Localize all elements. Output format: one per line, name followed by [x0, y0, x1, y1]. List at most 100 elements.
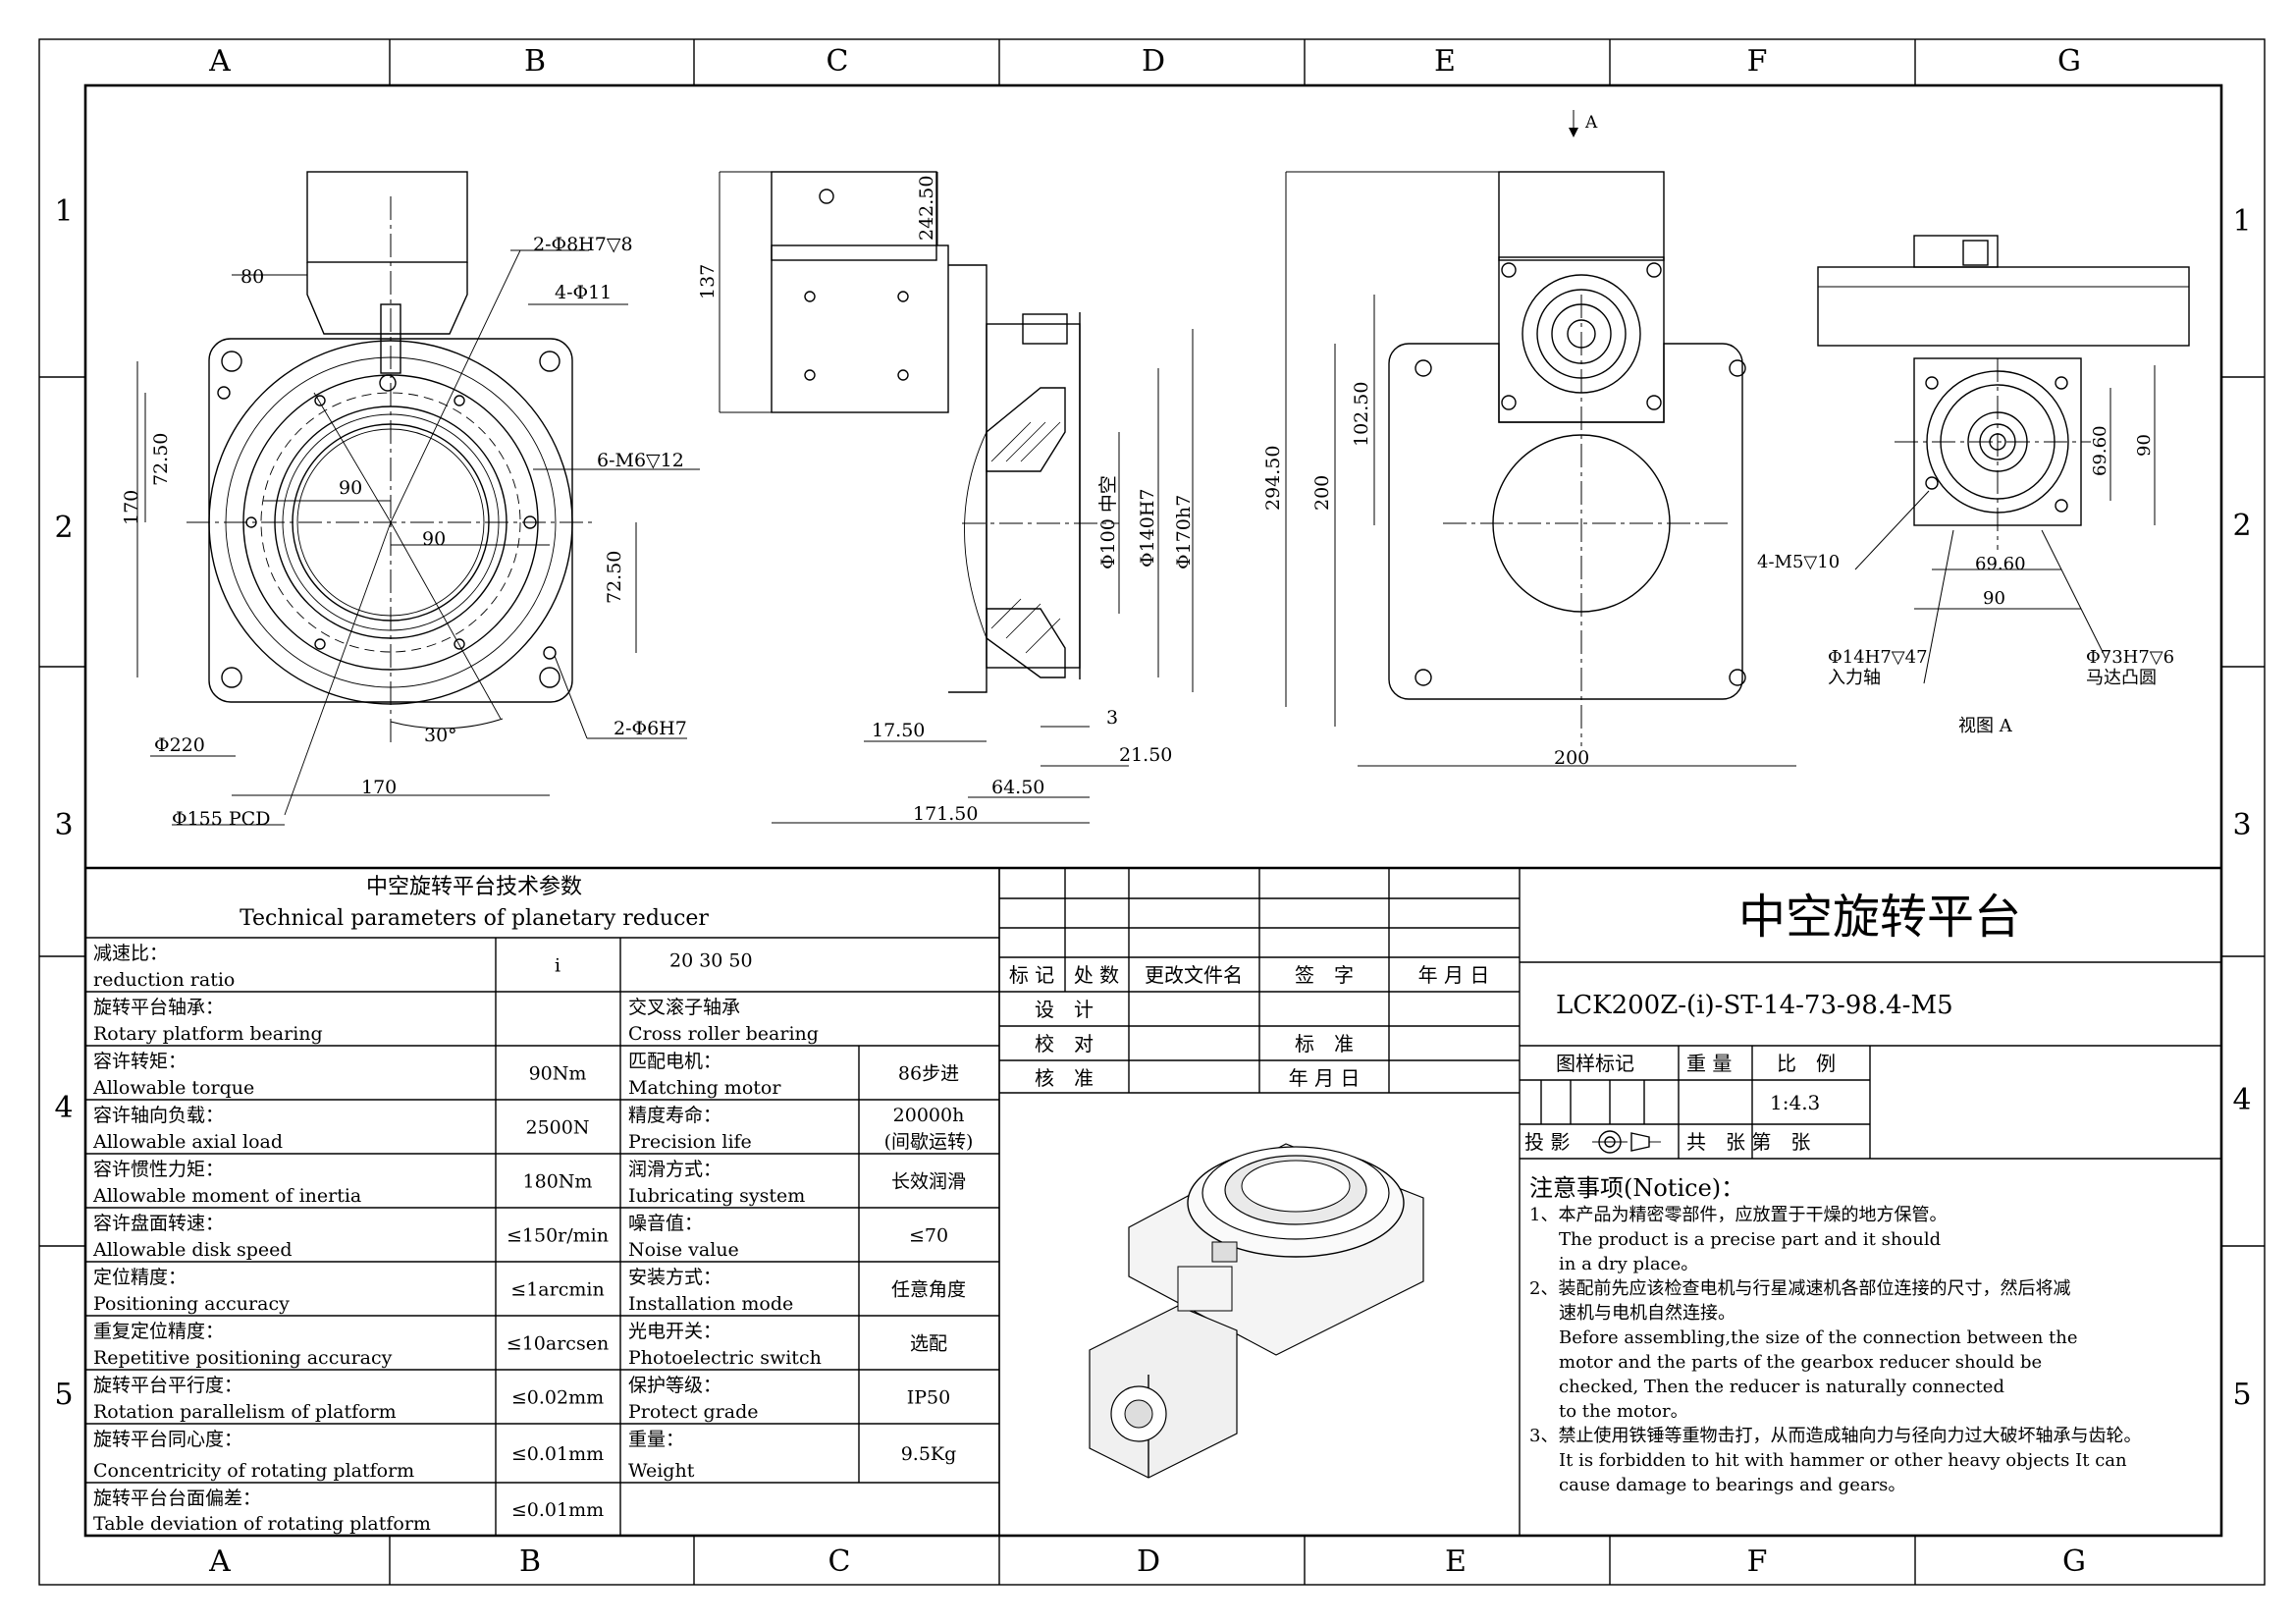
param-label-cn: 旋转平台同心度： [93, 1429, 242, 1450]
front-view: 80 2-Φ8H7▽8 4-Φ11 72.50 170 90 6-M6▽12 9… [121, 171, 700, 830]
row-label: 2 [2232, 509, 2251, 543]
rev-standard: 标 准 [1295, 1032, 1354, 1056]
param-value: 90Nm [529, 1063, 587, 1085]
product-render [1089, 1143, 1424, 1479]
param-value: ≤0.02mm [511, 1387, 604, 1409]
row-label: 5 [54, 1378, 73, 1412]
param-value: ≤150r/min [507, 1225, 609, 1247]
notice-line: The product is a precise part and it sho… [1559, 1229, 1941, 1250]
view-a-caption: 视图 A [1958, 716, 2013, 736]
dim-label: 200 [1311, 475, 1333, 511]
revision-block: 标 记 处 数 更改文件名 签 字 年 月 日 设 计 校 对 标 准 核 准 … [998, 868, 1521, 1536]
param-label-cn: 匹配电机： [628, 1051, 721, 1072]
col-label: D [1137, 1544, 1160, 1579]
param-value: ≤0.01mm [511, 1443, 604, 1465]
param-label-en: Positioning accuracy [93, 1293, 290, 1315]
col-label: G [2057, 44, 2081, 79]
param-value: 86步进 [898, 1063, 959, 1085]
param-label-en: Allowable axial load [92, 1131, 283, 1153]
param-label-en: Allowable moment of inertia [92, 1185, 361, 1207]
dim-label: 6-M6▽12 [597, 450, 684, 471]
param-label-en: Photoelectric switch [628, 1347, 822, 1369]
weight-label: 重 量 [1686, 1052, 1732, 1075]
param-label-cn: 容许转矩： [93, 1051, 187, 1072]
sheet-frame: A B C D E F G A B C D E F G 1 2 3 4 5 1 … [38, 38, 2266, 1586]
param-value: 选配 [910, 1333, 947, 1355]
param-value: 20000h [893, 1105, 965, 1126]
dim-label: 200 [1554, 747, 1589, 769]
rev-header: 签 字 [1295, 963, 1354, 987]
sheet-count: 共 张 第 张 [1686, 1130, 1810, 1154]
param-value: 2500N [526, 1117, 590, 1139]
param-label-cn: 润滑方式： [628, 1159, 721, 1180]
notice-block: 注意事项(Notice)： 1、本产品为精密零部件，应放置于干燥的地方保管。 T… [1529, 1174, 2141, 1495]
param-label-cn: 容许盘面转速： [93, 1213, 224, 1234]
notice-title: 注意事项(Notice)： [1529, 1174, 1744, 1202]
dim-label: Φ155 PCD [172, 808, 270, 830]
dim-label: 64.50 [991, 777, 1044, 798]
notice-line: Before assembling,the size of the connec… [1559, 1327, 2078, 1348]
param-label-en: Repetitive positioning accuracy [93, 1347, 393, 1369]
drawing-title: 中空旋转平台 [1738, 890, 2021, 945]
param-value: (间歇运转) [884, 1131, 974, 1153]
param-value: 20 30 50 [669, 950, 753, 972]
projection-symbol-icon [1592, 1130, 1661, 1154]
dim-label: 171.50 [913, 803, 978, 825]
projection-label: 投 影 [1524, 1130, 1570, 1154]
dim-label: 30° [424, 725, 457, 746]
param-label-cn: 旋转平台轴承： [93, 997, 224, 1018]
col-label: B [519, 1544, 541, 1579]
param-label-cn: 容许轴向负载： [93, 1105, 224, 1126]
param-value: 任意角度 [891, 1279, 966, 1301]
param-value: 9.5Kg [901, 1443, 957, 1465]
row-label: 3 [2232, 808, 2251, 842]
param-label-en: Precision life [628, 1131, 752, 1153]
dim-label: 72.50 [604, 551, 625, 604]
dim-label: 4-M5▽10 [1757, 552, 1840, 572]
param-value: IP50 [907, 1387, 950, 1409]
param-label-cn: 减速比： [93, 943, 168, 964]
dim-label: Φ14H7▽47 [1828, 647, 1928, 668]
dim-label: 4-Φ11 [555, 282, 612, 303]
dim-label: 90 [1983, 588, 2005, 609]
row-label: 1 [2232, 204, 2251, 239]
dim-label: 69.60 [1975, 554, 2026, 574]
dim-label: 90 [339, 477, 362, 499]
notice-line: 1、本产品为精密零部件，应放置于干燥的地方保管。 [1529, 1205, 1947, 1225]
dim-label: 170 [361, 777, 397, 798]
scale-label: 比 例 [1777, 1052, 1836, 1075]
param-label-en: Iubricating system [628, 1185, 805, 1207]
col-label: F [1747, 1544, 1768, 1579]
dim-label: 17.50 [872, 720, 925, 741]
view-arrow-label: A [1584, 113, 1598, 133]
col-label: A [208, 44, 231, 79]
param-label-cn: 重复定位精度： [93, 1321, 224, 1342]
rev-header: 年 月 日 [1418, 963, 1490, 987]
param-label-cn: 精度寿命： [628, 1105, 721, 1126]
top-view: A 294.50 102.50 200 200 [1262, 110, 1796, 769]
row-label: 3 [54, 808, 73, 842]
dim-label: 102.50 [1351, 382, 1372, 447]
col-label: D [1142, 44, 1165, 79]
dim-label: 90 [422, 528, 446, 550]
scale-value: 1:4.3 [1770, 1091, 1820, 1114]
param-label-en: Table deviation of rotating platform [93, 1513, 431, 1535]
params-title-cn: 中空旋转平台技术参数 [366, 875, 582, 899]
rev-header: 标 记 [1009, 963, 1054, 987]
param-label-cn: 定位精度： [93, 1267, 187, 1288]
param-label-en: Matching motor [628, 1077, 781, 1099]
param-label-en: Protect grade [628, 1401, 758, 1423]
param-label-en: Concentricity of rotating platform [93, 1460, 414, 1482]
dim-label: 90 [2134, 434, 2155, 457]
col-label: B [524, 44, 546, 79]
rev-header: 更改文件名 [1145, 963, 1243, 987]
dim-label: 72.50 [150, 433, 172, 486]
param-value: ≤1arcmin [510, 1279, 604, 1301]
dim-label: Φ73H7▽6 [2086, 647, 2174, 668]
dim-label: Φ100 中空 [1097, 475, 1119, 569]
col-label: C [827, 44, 849, 79]
dim-label: 2-Φ6H7 [614, 718, 687, 739]
param-label-en: Rotary platform bearing [93, 1023, 323, 1045]
dim-label: 69.60 [2090, 425, 2110, 476]
